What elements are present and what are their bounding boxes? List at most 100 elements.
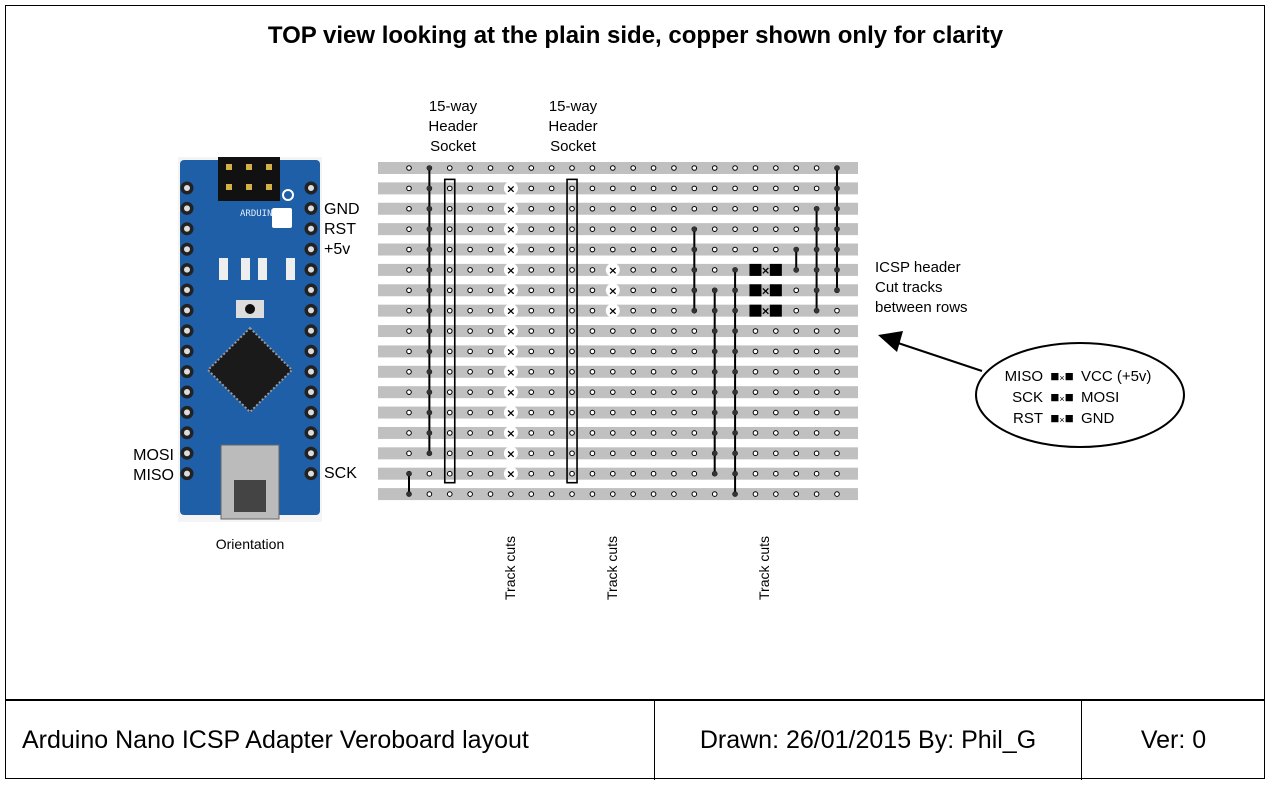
hole bbox=[773, 328, 779, 334]
track-cut-x: × bbox=[506, 447, 515, 460]
wire-solder-point bbox=[691, 247, 697, 253]
header-label-line: Header bbox=[428, 118, 478, 135]
wire-solder-point bbox=[426, 430, 432, 436]
track-cut-gap bbox=[503, 201, 518, 216]
hole bbox=[446, 328, 453, 334]
hole bbox=[773, 185, 779, 192]
icsp-pin-left: MISO bbox=[1004, 368, 1043, 385]
board-silkscreen: ARDUINO bbox=[240, 209, 278, 219]
hole bbox=[813, 328, 820, 334]
hole bbox=[752, 491, 759, 497]
hole bbox=[691, 409, 698, 416]
wire-solder-point bbox=[834, 206, 840, 212]
hole bbox=[548, 430, 555, 436]
hole bbox=[813, 165, 820, 171]
hole bbox=[548, 287, 555, 294]
copper-strip bbox=[378, 406, 858, 419]
hole bbox=[589, 491, 596, 497]
hole bbox=[406, 348, 412, 355]
led bbox=[219, 258, 228, 280]
track-cut-x: × bbox=[506, 182, 515, 195]
hole bbox=[487, 307, 494, 314]
led bbox=[258, 258, 267, 280]
hole bbox=[630, 307, 636, 314]
hole bbox=[630, 348, 636, 355]
hole bbox=[548, 348, 555, 355]
hole bbox=[569, 246, 575, 253]
track-cut-gap bbox=[605, 262, 620, 277]
pin-hole bbox=[308, 327, 314, 334]
icsp-pin-left: SCK bbox=[1012, 389, 1043, 406]
pin-hole bbox=[308, 450, 314, 457]
hole bbox=[793, 470, 800, 477]
hole bbox=[793, 348, 800, 355]
pin-hole bbox=[308, 246, 314, 253]
hole bbox=[610, 409, 616, 416]
hole bbox=[487, 430, 494, 436]
hole bbox=[528, 470, 535, 477]
hole bbox=[691, 389, 698, 395]
wire-solder-point bbox=[426, 287, 432, 293]
pin-hole bbox=[184, 368, 190, 375]
callout-arrow-line bbox=[894, 341, 983, 372]
wire-solder-point bbox=[406, 491, 412, 497]
pin-hole bbox=[184, 225, 190, 232]
track-cut-gap bbox=[503, 303, 518, 318]
hole bbox=[610, 389, 616, 395]
hole bbox=[446, 267, 453, 273]
hole bbox=[589, 165, 596, 171]
hole bbox=[773, 470, 779, 477]
track-cut-gap bbox=[605, 283, 620, 298]
hole bbox=[752, 205, 759, 212]
header-label-line: Socket bbox=[430, 138, 476, 155]
pin-hole bbox=[184, 327, 190, 334]
hole bbox=[548, 205, 555, 212]
hole bbox=[548, 246, 555, 253]
hole bbox=[671, 491, 677, 497]
hole bbox=[813, 409, 820, 416]
hole bbox=[773, 226, 779, 232]
hole bbox=[406, 328, 412, 334]
hole bbox=[793, 450, 800, 457]
hole bbox=[406, 369, 412, 375]
hole bbox=[630, 470, 636, 477]
icsp-legend-ellipse bbox=[975, 342, 1185, 448]
hole bbox=[528, 165, 535, 171]
wire-solder-point bbox=[712, 430, 718, 436]
hole bbox=[487, 185, 494, 192]
hole bbox=[548, 369, 555, 375]
hole bbox=[467, 267, 473, 273]
pin-hole bbox=[308, 389, 314, 395]
hole bbox=[548, 185, 555, 192]
hole bbox=[752, 450, 759, 457]
hole bbox=[589, 287, 596, 294]
wire-solder-point bbox=[814, 267, 820, 273]
hole bbox=[671, 328, 677, 334]
wire-solder-point bbox=[712, 287, 718, 293]
hole bbox=[467, 287, 473, 294]
pin-hole bbox=[308, 368, 314, 375]
hole bbox=[630, 287, 636, 294]
track-cuts-label: Track cuts bbox=[502, 535, 518, 600]
hole bbox=[793, 409, 800, 416]
hole bbox=[732, 205, 738, 212]
hole bbox=[834, 389, 840, 395]
copper-strip bbox=[378, 243, 858, 256]
hole bbox=[569, 348, 575, 355]
hole bbox=[650, 409, 657, 416]
hole bbox=[569, 328, 575, 334]
hole bbox=[630, 226, 636, 232]
hole bbox=[528, 226, 535, 232]
hole bbox=[691, 430, 698, 436]
hole bbox=[406, 185, 412, 192]
icsp-note-line: ICSP header bbox=[875, 259, 961, 276]
hole bbox=[487, 409, 494, 416]
hole bbox=[650, 369, 657, 375]
hole bbox=[732, 165, 738, 171]
hole bbox=[548, 165, 555, 171]
wire-solder-point bbox=[426, 267, 432, 273]
hole bbox=[569, 389, 575, 395]
icsp-pin-left: RST bbox=[1013, 410, 1043, 427]
wire-solder-point bbox=[814, 247, 820, 253]
hole bbox=[691, 205, 698, 212]
